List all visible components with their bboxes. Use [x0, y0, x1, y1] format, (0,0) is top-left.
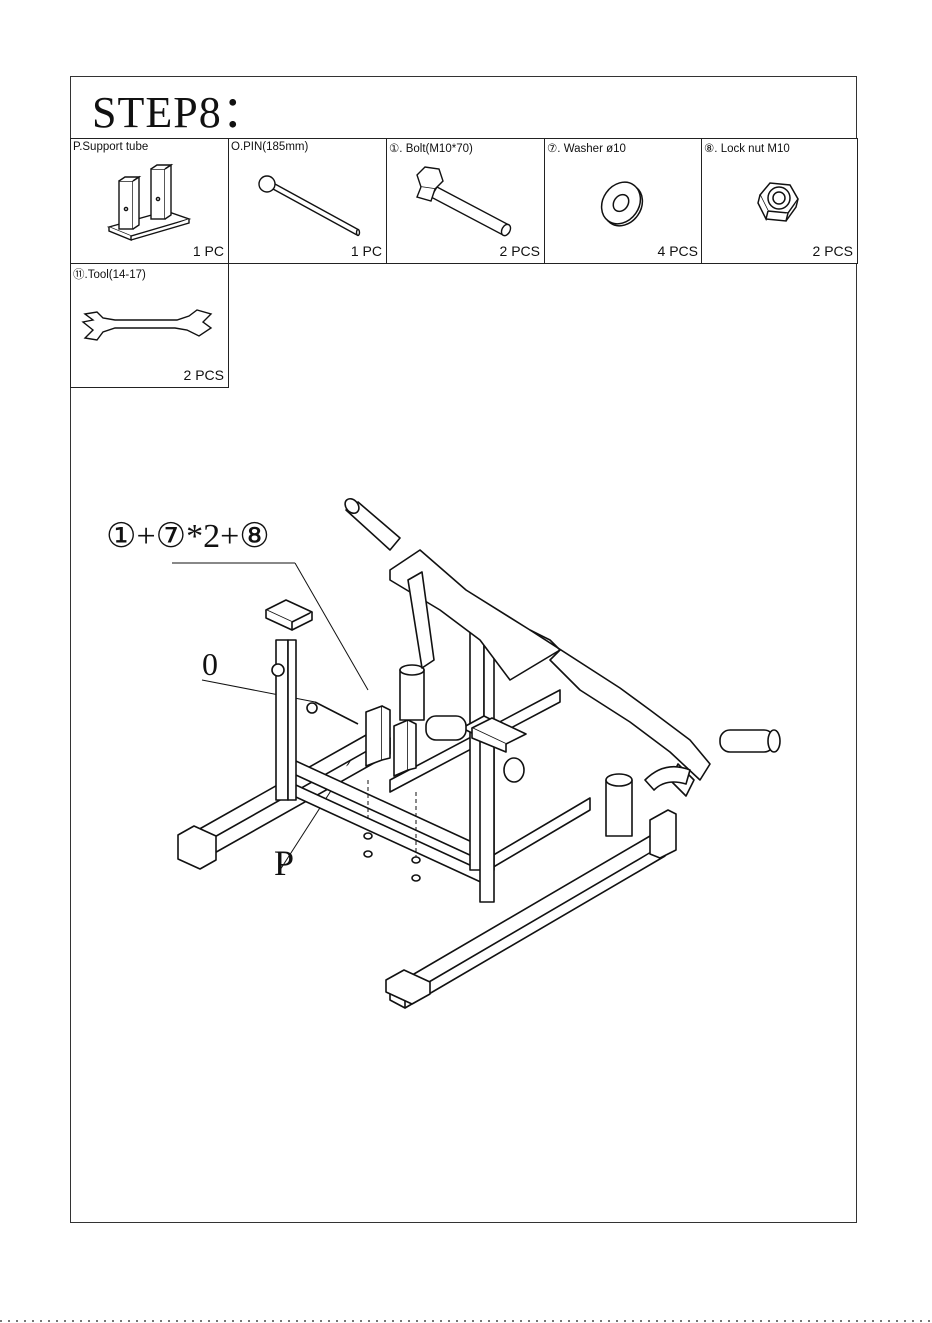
part-quantity: 2 PCS — [813, 243, 853, 259]
part-quantity: 2 PCS — [184, 367, 224, 383]
part-quantity: 2 PCS — [500, 243, 540, 259]
part-cell-washer: ⑦. Washer ø10 4 PCS — [544, 138, 703, 264]
perforation-strip — [0, 1313, 932, 1323]
callout-pin: 0 — [202, 646, 218, 683]
part-quantity: 1 PC — [351, 243, 382, 259]
callout-support-tube: P — [274, 842, 294, 884]
part-cell-bolt: ①. Bolt(M10*70) 2 PCS — [386, 138, 545, 264]
part-cell-pin: O.PIN(185mm) 1 PC — [228, 138, 387, 264]
part-quantity: 4 PCS — [658, 243, 698, 259]
part-cell-support-tube: P.Support tube 1 PC — [70, 138, 229, 264]
part-cell-lock-nut: ⑧. Lock nut M10 2 PCS — [701, 138, 858, 264]
part-quantity: 1 PC — [193, 243, 224, 259]
step-title: STEP8： — [92, 88, 267, 138]
callout-hardware: ①+⑦*2+⑧ — [106, 516, 270, 556]
part-cell-tool: ⑪.Tool(14-17) 2 PCS — [70, 263, 229, 388]
assembly-diagram — [90, 480, 810, 1020]
